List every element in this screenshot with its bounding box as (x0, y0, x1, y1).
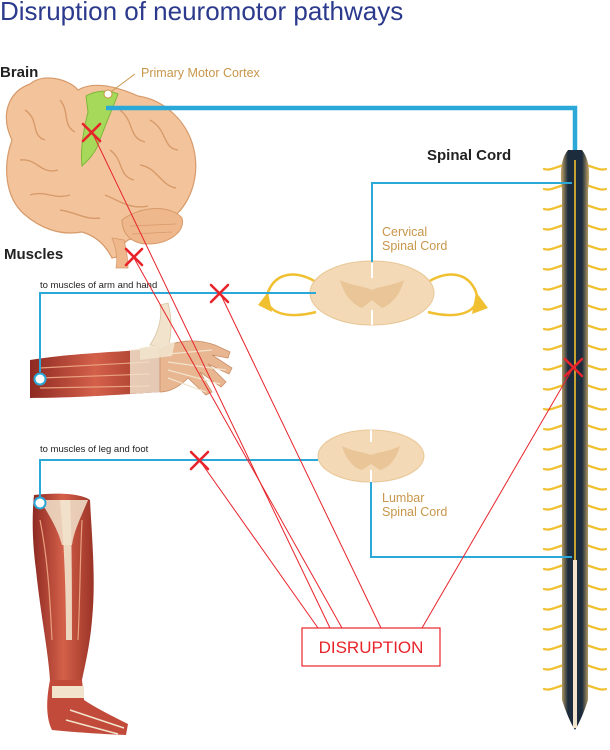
cervical-label-line2: Spinal Cord (382, 239, 447, 253)
nerve-root (542, 643, 566, 651)
cord-to-lumbar-pathway (370, 482, 572, 558)
arm-hand-pathway-label: to muscles of arm and hand (40, 280, 157, 291)
disruption-marks (81, 122, 584, 471)
nerve-root (584, 463, 608, 471)
nerve-root (584, 263, 608, 271)
disruption-mark-leg-nerve (189, 450, 210, 471)
disruption-mark-spinal-cord (563, 357, 584, 378)
nerve-root (542, 543, 566, 551)
nerve-root (584, 663, 608, 671)
nerve-root (542, 303, 566, 311)
disruption-label: DISRUPTION (319, 638, 424, 657)
motor-cortex-marker (103, 89, 113, 99)
nerve-root (542, 443, 566, 451)
nerve-root (584, 363, 608, 371)
disruption-mark-motor-cortex (81, 122, 102, 143)
motor-cortex-leader-line (107, 73, 136, 95)
nerve-root (584, 323, 608, 331)
nerve-root (542, 183, 566, 191)
arm-hand-illustration (30, 302, 233, 398)
nerve-root (584, 643, 608, 651)
lumbar-label-line1: Lumbar (382, 491, 424, 505)
nerve-root (542, 163, 566, 171)
nerve-root (584, 683, 608, 691)
arm-pathway-terminal (33, 372, 47, 386)
nerve-root (584, 203, 608, 211)
nerve-root (542, 263, 566, 271)
lumbar-label-line2: Spinal Cord (382, 505, 447, 519)
nerve-root (542, 343, 566, 351)
nerve-root (542, 623, 566, 631)
nerve-root (584, 343, 608, 351)
nerve-root (584, 443, 608, 451)
lumbar-to-leg-pathway (39, 459, 318, 498)
cervical-to-arm-pathway (39, 292, 316, 372)
nerve-root (542, 523, 566, 531)
nerve-root (542, 323, 566, 331)
nerve-root (584, 423, 608, 431)
cervical-cord-cross-section (258, 260, 488, 326)
nerve-root (584, 303, 608, 311)
nerve-root (584, 183, 608, 191)
lumbar-cord-cross-section (317, 429, 425, 483)
nerve-root (542, 203, 566, 211)
leg-foot-pathway-label: to muscles of leg and foot (40, 444, 149, 455)
nerve-root (584, 483, 608, 491)
nerve-root (542, 583, 566, 591)
nerve-root (584, 583, 608, 591)
nerve-root (584, 523, 608, 531)
nerve-root (542, 423, 566, 431)
spinal-cord-label: Spinal Cord (427, 147, 511, 164)
nerve-root (584, 163, 608, 171)
nerve-root (584, 563, 608, 571)
nerve-root (542, 243, 566, 251)
nerve-root (542, 363, 566, 371)
nerve-root (542, 563, 566, 571)
disruption-lines (91, 131, 574, 629)
motor-pathways (39, 105, 578, 558)
nerve-root (584, 243, 608, 251)
nerve-root (584, 543, 608, 551)
page-title: Disruption of neuromotor pathways (0, 0, 403, 26)
nerve-root (584, 403, 608, 411)
nerve-root (584, 503, 608, 511)
cervical-label-line1: Cervical (382, 225, 427, 239)
nerve-root (542, 403, 566, 411)
nerve-root (542, 503, 566, 511)
nerve-root (542, 663, 566, 671)
nerve-root (584, 383, 608, 391)
disruption-box: DISRUPTION (301, 627, 441, 667)
brain-to-cord-pathway (106, 105, 578, 150)
primary-motor-cortex-label: Primary Motor Cortex (141, 66, 261, 80)
leg-foot-illustration (32, 493, 128, 735)
disruption-mark-arm-nerve (209, 283, 230, 304)
brain-label: Brain (0, 64, 38, 81)
nerve-root (542, 223, 566, 231)
nerve-root (542, 603, 566, 611)
leg-pathway-terminal (33, 496, 47, 510)
nerve-root (584, 283, 608, 291)
nerve-root (584, 603, 608, 611)
nerve-root (542, 463, 566, 471)
nerve-root (584, 623, 608, 631)
muscles-label: Muscles (4, 246, 63, 263)
nerve-root (584, 223, 608, 231)
disruption-mark-brainstem (124, 247, 144, 267)
spinal-cord-illustration (542, 150, 608, 730)
nerve-root (542, 483, 566, 491)
nerve-root (542, 283, 566, 291)
nerve-root (542, 683, 566, 691)
cord-to-cervical-pathway (371, 182, 572, 262)
